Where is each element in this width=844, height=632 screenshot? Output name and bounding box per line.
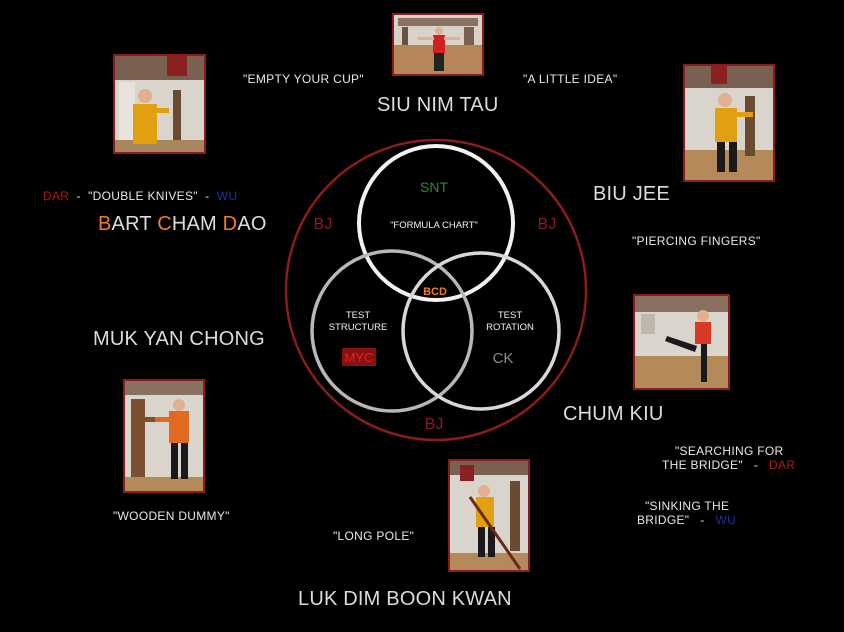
double-knives-row: DAR - "DOUBLE KNIVES" - WU [43, 189, 237, 203]
dash: - [753, 458, 759, 472]
dash: - [700, 513, 705, 527]
test-rotation-line2: ROTATION [486, 322, 534, 333]
siu-nim-tau-title: SIU NIM TAU [377, 94, 499, 116]
bj-bottom-label: BJ [425, 416, 444, 433]
sinking-bridge-line2: BRIDGE" - WU [637, 513, 736, 527]
bcd-initial-d: D [222, 213, 238, 235]
biu-jee-photo [683, 64, 775, 182]
rotation-circle [401, 251, 561, 411]
myc-badge [342, 348, 376, 366]
dar-tag: DAR [43, 189, 70, 203]
bcd-word-ham: HAM [171, 213, 223, 235]
bart-cham-dao-title: BART CHAM DAO [98, 213, 267, 236]
long-pole-quote: "LONG POLE" [333, 529, 415, 543]
muk-yan-chong-photo [123, 379, 205, 493]
piercing-fingers-quote: "PIERCING FINGERS" [632, 234, 761, 248]
bcd-word-ao: AO [237, 213, 267, 235]
bcd-label: BCD [423, 286, 447, 298]
formula-chart-label: "FORMULA CHART" [390, 220, 478, 231]
siu-nim-tau-photo [392, 13, 484, 76]
structure-circle [310, 249, 474, 413]
wooden-dummy-quote: "WOODEN DUMMY" [113, 509, 230, 523]
ck-label: CK [493, 350, 514, 367]
muk-yan-chong-title: MUK YAN CHONG [93, 328, 265, 350]
searching-bridge-text: THE BRIDGE" [662, 458, 743, 472]
test-structure-line1: TEST [346, 310, 370, 321]
myc-label: MYC [345, 350, 374, 365]
sinking-bridge-line1: "SINKING THE [645, 499, 730, 513]
chum-kiu-title: CHUM KIU [563, 403, 664, 425]
searching-bridge-line1: "SEARCHING FOR [675, 444, 784, 458]
test-rotation-line1: TEST [498, 310, 522, 321]
double-knives-quote: "DOUBLE KNIVES" [88, 189, 198, 203]
test-structure-line2: STRUCTURE [329, 322, 388, 333]
bcd-initial-b: B [98, 213, 112, 235]
little-idea-quote: "A LITTLE IDEA" [523, 72, 618, 86]
bj-right-label: BJ [538, 216, 557, 233]
bj-left-label: BJ [314, 216, 333, 233]
luk-dim-boon-kwan-title: LUK DIM BOON KWAN [298, 588, 512, 610]
dash: - [205, 189, 210, 203]
wu-tag: WU [216, 189, 238, 203]
bart-cham-dao-photo [113, 54, 206, 154]
searching-bridge-line2: THE BRIDGE" - DAR [662, 458, 795, 472]
snt-circle [357, 144, 515, 302]
bcd-initial-c: C [157, 213, 172, 235]
dash: - [76, 189, 81, 203]
luk-dim-boon-kwan-photo [448, 459, 530, 572]
snt-label: SNT [420, 179, 448, 195]
biu-jee-title: BIU JEE [593, 183, 670, 205]
bcd-word-art: ART [111, 213, 158, 235]
outer-ring [284, 138, 588, 442]
empty-cup-quote: "EMPTY YOUR CUP" [243, 72, 364, 86]
sinking-bridge-text: BRIDGE" [637, 513, 690, 527]
dar-tag: DAR [769, 458, 796, 472]
wu-tag: WU [715, 513, 737, 527]
chum-kiu-photo [633, 294, 730, 390]
formula-venn-diagram: SNT "FORMULA CHART" BCD TEST STRUCTURE T… [284, 138, 588, 442]
